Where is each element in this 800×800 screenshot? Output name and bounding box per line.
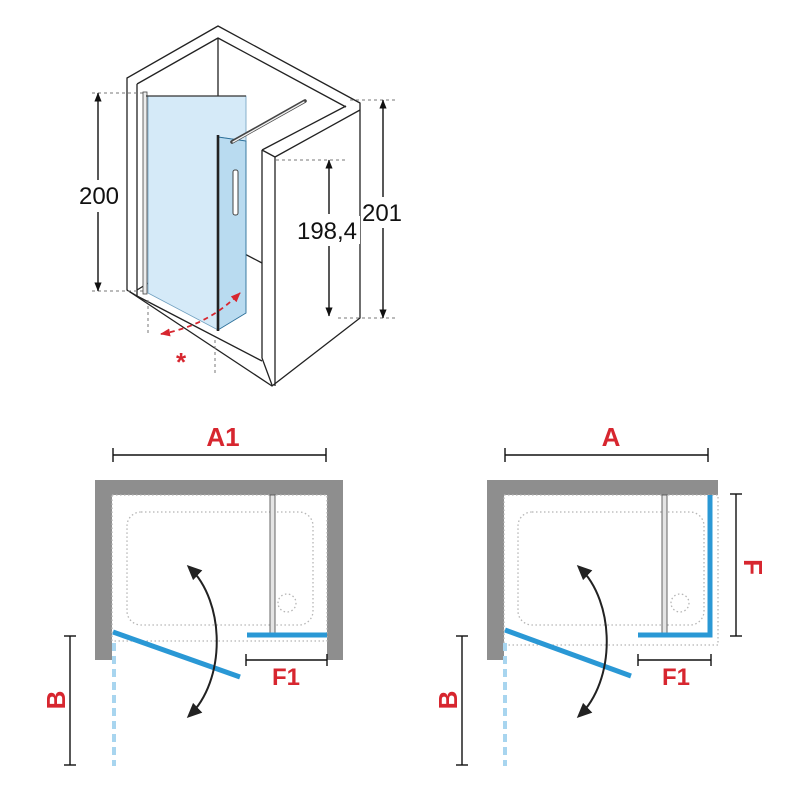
fixed-panel-label: F1: [662, 664, 690, 691]
door-glass-panel: [504, 627, 632, 679]
door-swing-arrow: [186, 564, 218, 719]
door-glass-panel: [112, 629, 241, 680]
support-rod-highlight: [232, 101, 305, 143]
right-wall-edges: [261, 105, 361, 386]
opening-label: B: [433, 691, 463, 710]
side-panel-label: F: [738, 559, 768, 575]
support-rod: [269, 494, 276, 634]
fixed-panel-label: F1: [272, 664, 300, 691]
bathtub-basin: [517, 511, 705, 626]
support-rod: [661, 494, 668, 634]
elevation-view: 200 201 198,4 *: [79, 25, 402, 387]
door-swing-arc: [160, 292, 241, 337]
height-total-label: 201: [362, 200, 402, 227]
opening-label: B: [41, 691, 71, 710]
bathtub-basin: [126, 511, 314, 626]
drain-icon: [277, 593, 297, 613]
plan-view-recess: A1 F1 B: [41, 422, 343, 766]
width-label: A: [602, 422, 621, 452]
door-swing-arrow: [576, 564, 608, 719]
wall-profile: [142, 91, 148, 295]
label-backdrop: [294, 216, 360, 244]
plan-view-corner: A F1 F B: [433, 422, 768, 766]
drain-icon: [670, 593, 690, 613]
height-door-label: 198,4: [297, 218, 357, 245]
height-fixed-panel-label: 200: [79, 183, 119, 210]
swing-marker: *: [176, 347, 187, 377]
door-handle: [232, 169, 239, 216]
door-glass-panel: [217, 136, 247, 331]
fixed-and-side-glass-panel: [638, 495, 713, 638]
bathtub-outline: [503, 494, 719, 646]
width-label: A1: [206, 422, 239, 452]
bathtub-outline: [111, 494, 328, 642]
